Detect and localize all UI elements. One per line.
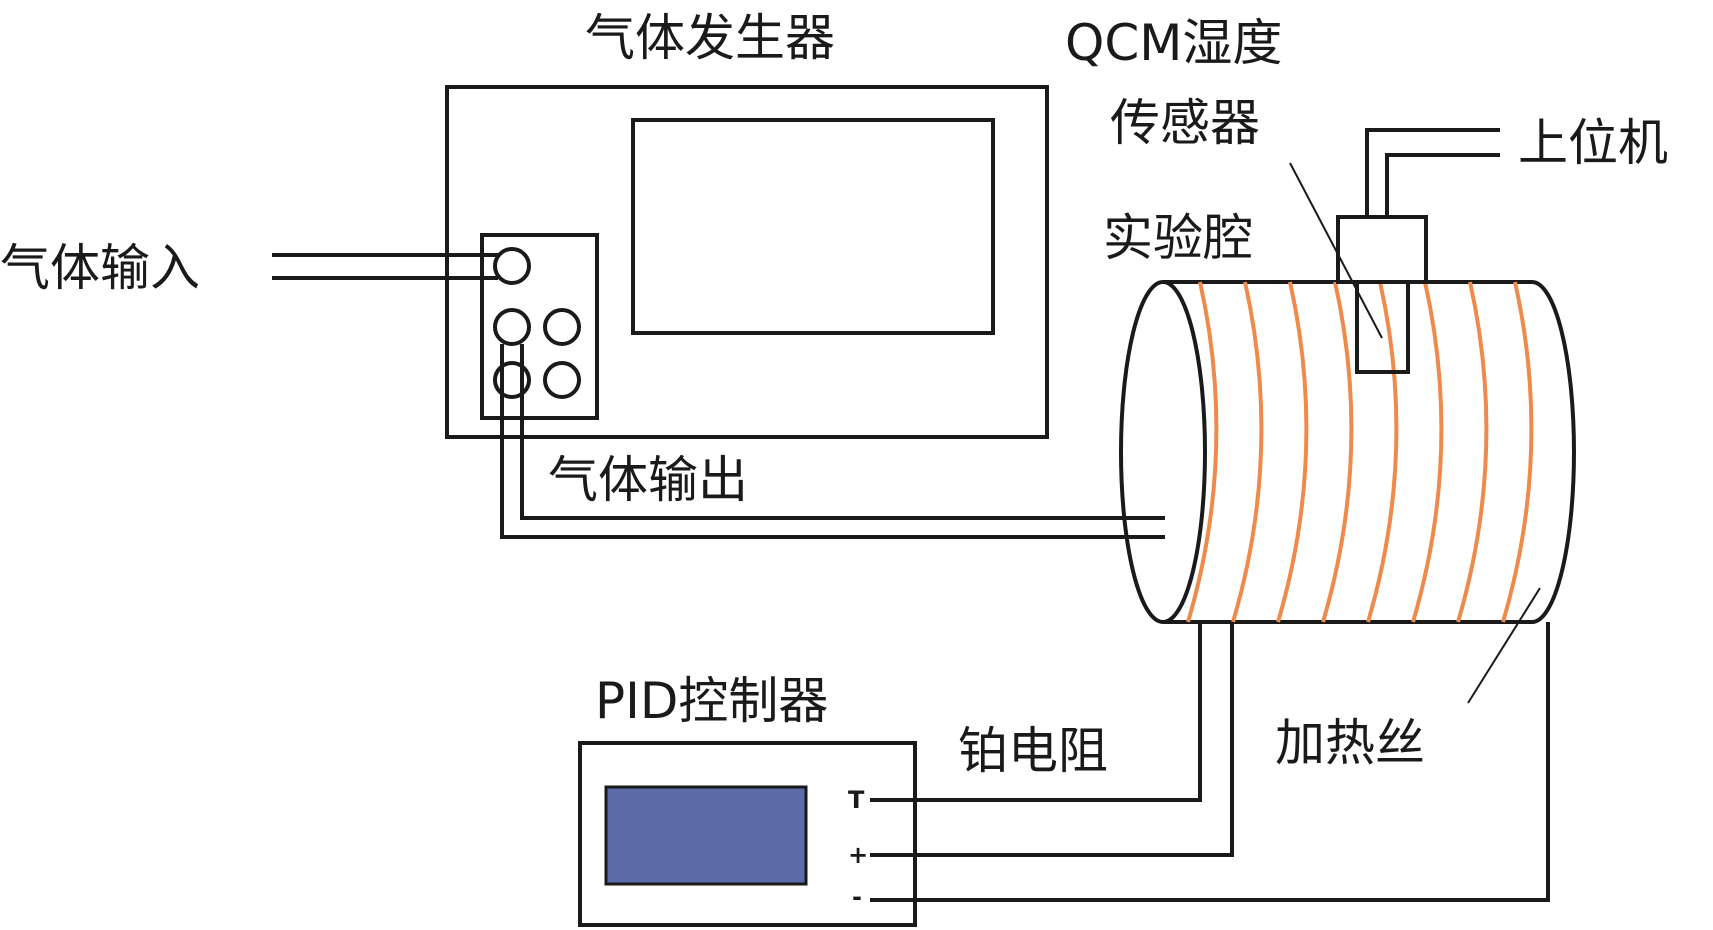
qcm-sensor-housing	[1336, 215, 1428, 284]
generator-port	[493, 361, 531, 399]
qcm-sensor-pointer	[1289, 162, 1383, 339]
host-cable	[1385, 153, 1500, 217]
heating-coil	[1186, 281, 1534, 623]
chamber-body-outline	[1163, 280, 1576, 624]
pt-resistor-wire-plus	[870, 622, 1234, 857]
terminal-minus-label: -	[852, 883, 862, 911]
qcm-sensor-label-line2: 传感器	[1110, 94, 1260, 152]
qcm-sensor-probe	[1355, 280, 1410, 374]
terminal-t-label: T	[848, 786, 865, 814]
gas-input-label: 气体输入	[0, 239, 200, 297]
heating-wire-pointer	[1467, 587, 1541, 704]
gas-generator-box	[445, 85, 1049, 439]
heating-coil-turn	[1231, 281, 1264, 623]
gas-output-pipe	[520, 344, 1165, 520]
pid-controller-box	[578, 741, 917, 927]
heating-coil-turn	[1456, 281, 1489, 623]
heating-coil-turn	[1276, 281, 1309, 623]
terminal-plus-label: +	[848, 841, 868, 869]
heating-wire-label: 加热丝	[1275, 714, 1425, 772]
pt-resistor-wire-t	[870, 622, 1202, 802]
pid-display	[604, 785, 808, 886]
gas-generator-label: 气体发生器	[585, 9, 835, 67]
qcm-sensor-label-line1: QCM湿度	[1065, 14, 1282, 72]
generator-port	[543, 308, 581, 346]
gas-output-pipe	[500, 344, 1165, 539]
host-cable	[1365, 128, 1500, 217]
gas-output-port	[493, 308, 531, 346]
chamber-front-end	[1119, 280, 1207, 624]
platinum-resistor-label: 铂电阻	[958, 722, 1108, 780]
heating-coil-turn	[1411, 281, 1444, 623]
heating-coil-turn	[1366, 281, 1399, 623]
pid-controller-label: PID控制器	[595, 672, 828, 730]
heating-coil-turn	[1321, 281, 1354, 623]
generator-port	[543, 361, 581, 399]
gas-generator-screen	[631, 118, 995, 335]
experiment-chamber-label: 实验腔	[1103, 209, 1253, 267]
heating-coil-turn	[1186, 281, 1219, 623]
gas-generator-port-panel	[480, 233, 599, 420]
gas-output-label: 气体输出	[548, 451, 748, 509]
gas-input-port	[493, 247, 531, 285]
heater-wire-minus	[870, 622, 1550, 902]
heating-coil-turn	[1501, 281, 1534, 623]
host-computer-label: 上位机	[1518, 114, 1668, 172]
